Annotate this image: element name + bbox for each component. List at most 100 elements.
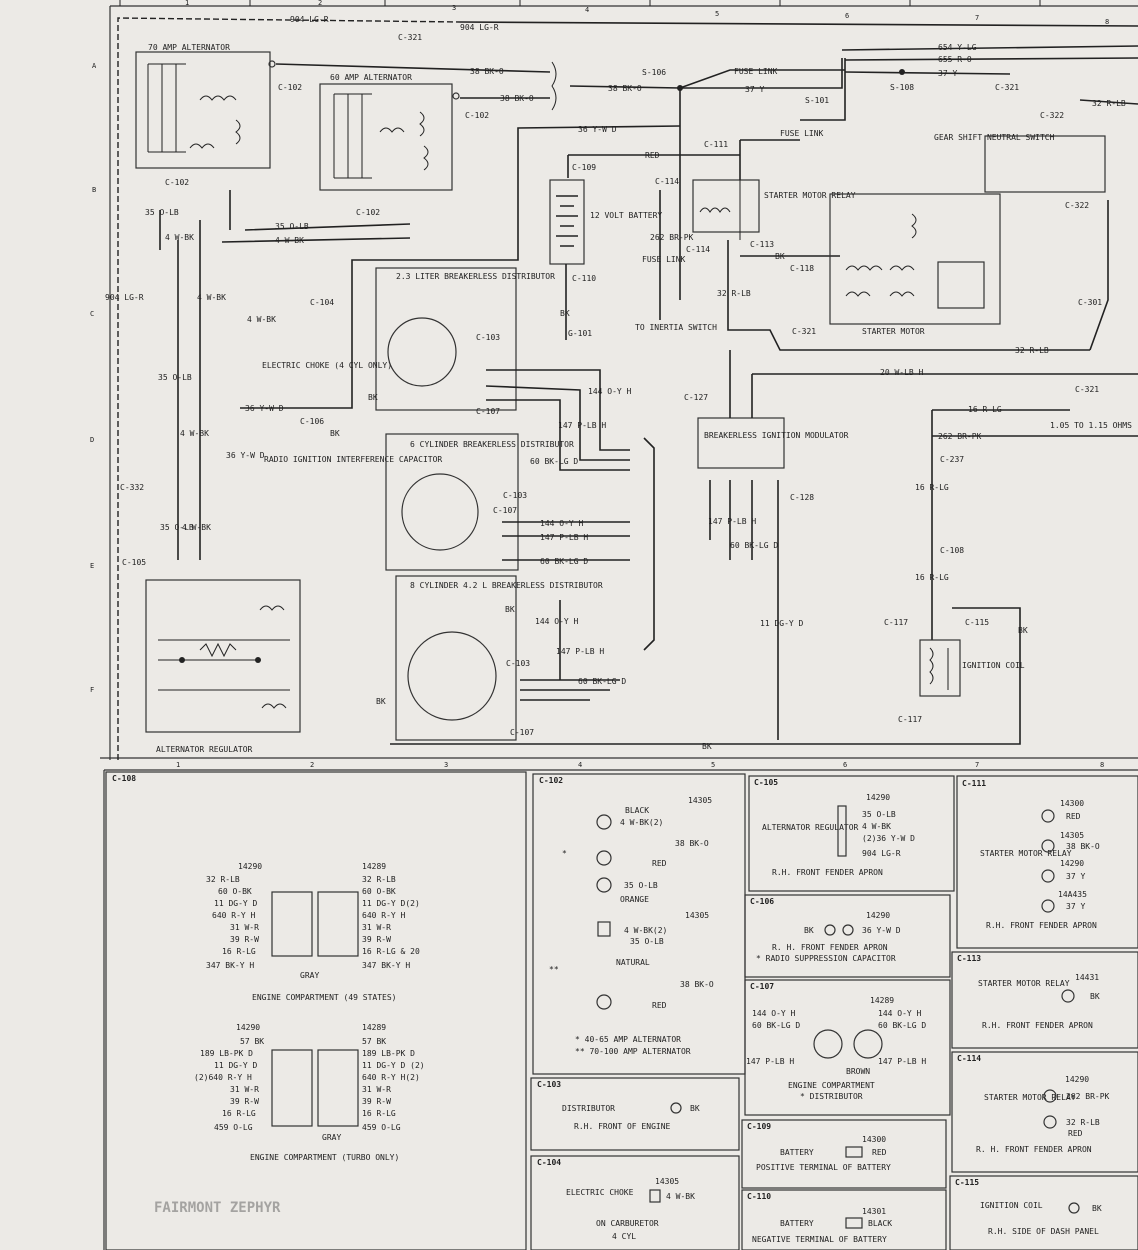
c108-row-b-right-7: 459 O-LG <box>362 1123 401 1132</box>
panel-c110: C-110 14301 BATTERY BLACK NEGATIVE TERMI… <box>741 1189 947 1250</box>
wire-36-label-low: 36 Y-W D <box>226 451 265 460</box>
c107-pn: 14289 <box>870 996 894 1005</box>
c114-red: RED <box>1068 1129 1083 1138</box>
c108-row-a-left-3: 640 R-Y H <box>212 911 256 920</box>
c104-w: 4 W-BK <box>666 1192 695 1201</box>
c115-w: BK <box>1092 1204 1102 1213</box>
c107-brown: BROWN <box>846 1067 870 1076</box>
c111-pn-3: 14A435 <box>1058 890 1087 899</box>
c107-label-c: C-107 <box>510 728 534 737</box>
c113-label: C-113 <box>750 240 774 249</box>
c108-row-b-right-0: 57 BK <box>362 1037 386 1046</box>
c111-pn-0: 14300 <box>1060 799 1084 808</box>
battery-ground-bk: BK <box>560 309 570 318</box>
panel-c105: C-105 14290 ALTERNATOR REGULATOR 35 O-LB… <box>748 775 955 892</box>
c114-label-bottom: C-114 <box>686 245 710 254</box>
wire-bk-dist-a: BK <box>368 393 378 402</box>
wire-bk-coil: BK <box>1018 626 1028 635</box>
battery-12v: RED C-109 12 VOLT BATTERY C-110 BK G-101 <box>549 151 740 340</box>
wire-4-label-e: 4 W-BK <box>180 429 209 438</box>
wire-144-label-c: 144 O-Y H <box>535 617 579 626</box>
c127-label: C-127 <box>684 393 708 402</box>
grid-column-labels-bottom: 1 2 3 4 5 6 7 8 <box>176 761 1104 769</box>
wire-bk-dist-c: BK <box>505 605 515 614</box>
wire-655-label: 655 R-O <box>938 55 972 64</box>
c108-row-b-right-3: 640 R-Y H(2) <box>362 1073 420 1082</box>
wire-144-label-b: 144 O-Y H <box>540 519 584 528</box>
battery-label: 12 VOLT BATTERY <box>590 211 662 220</box>
panel-c114-title: C-114 <box>957 1054 981 1063</box>
c108-row-a-left-1: 60 O-BK <box>218 887 252 896</box>
c107-label-a: C-107 <box>476 407 500 416</box>
c110-caption: NEGATIVE TERMINAL OF BATTERY <box>752 1235 887 1244</box>
panel-c104-title: C-104 <box>537 1158 561 1167</box>
c106-label-upper: C-106 <box>300 417 324 426</box>
c104-cap1: ON CARBURETOR <box>596 1219 659 1228</box>
grid-col-2: 2 <box>318 0 322 7</box>
wire-147-label-b: 147 P-LB H <box>540 533 588 542</box>
panel-c105-title: C-105 <box>754 778 778 787</box>
c114-w2: 32 R-LB <box>1066 1118 1100 1127</box>
inertia-switch-label: TO INERTIA SWITCH <box>635 323 717 332</box>
panel-c115: C-115 IGNITION COIL BK R.H. SIDE OF DASH… <box>949 1175 1138 1250</box>
c103-w: BK <box>690 1104 700 1113</box>
c102-note1: * 40-65 AMP ALTERNATOR <box>575 1035 681 1044</box>
wire-36-label-mid: 36 Y-W D <box>245 404 284 413</box>
wire-4-label-f: 4 W-BK <box>182 523 211 532</box>
wire-4-label-c: 4 W-BK <box>197 293 226 302</box>
c105-pn: 14290 <box>866 793 890 802</box>
c108-label-upper: C-108 <box>940 546 964 555</box>
c114-caption: R. H. FRONT FENDER APRON <box>976 1145 1092 1154</box>
grid-col-7-bottom: 7 <box>975 761 979 769</box>
wire-38-label-b: 38 BK-O <box>500 94 534 103</box>
wire-32-label-right: 32 R-LB <box>1015 346 1049 355</box>
grid-col-8: 8 <box>1105 18 1109 26</box>
panel-c108-title: C-108 <box>112 774 136 783</box>
c107-l3: 147 P-LB H <box>746 1057 794 1066</box>
grid-col-5-bottom: 5 <box>711 761 715 769</box>
gear-shift-neutral-switch: GEAR SHIFT NEUTRAL SWITCH C-322 C-322 32… <box>934 99 1138 351</box>
c109-pn: 14300 <box>862 1135 886 1144</box>
c104-part: ELECTRIC CHOKE <box>566 1188 634 1197</box>
dist-8-label: 8 CYLINDER 4.2 L BREAKERLESS DISTRIBUTOR <box>410 581 603 590</box>
c117-label-top: C-117 <box>884 618 908 627</box>
c108-right-pn-b: 14289 <box>362 1023 386 1032</box>
starter-motor: STARTER MOTOR <box>829 193 1001 336</box>
c102-w38: 38 BK-O <box>675 839 709 848</box>
c108-rows-a-right: 32 R-LB 60 O-BK 11 DG-Y D(2) 640 R-Y H 3… <box>362 875 420 970</box>
grid-col-3: 3 <box>452 4 456 12</box>
wire-35-label-b: 35 O-LB <box>275 222 309 231</box>
panel-c106: C-106 14290 BK 36 Y-W D R. H. FRONT FEND… <box>744 894 951 978</box>
s106-label: S-106 <box>642 68 666 77</box>
c108-row-a-right-0: 32 R-LB <box>362 875 396 884</box>
wire-4-label-b: 4 W-BK <box>275 236 304 245</box>
c128-label: C-128 <box>790 493 814 502</box>
wire-60-label-d: 60 BK-LG D <box>730 541 778 550</box>
c106-caption: R. H. FRONT FENDER APRON <box>772 943 888 952</box>
c102-label-alt70: C-102 <box>278 83 302 92</box>
grid-col-1-bottom: 1 <box>176 761 180 769</box>
c110-pn: 14301 <box>862 1207 886 1216</box>
c102-red: RED <box>652 859 667 868</box>
c108-row-a-left-4: 31 W-R <box>230 923 259 932</box>
wire-32-vertical: 32 R-LB <box>717 289 751 298</box>
wire-262-label-right: 262 BR-PK <box>938 432 982 441</box>
grid-col-4: 4 <box>585 6 589 14</box>
dist-6-label: 6 CYLINDER BREAKERLESS DISTRIBUTOR <box>410 440 574 449</box>
c108-row-a-right-3: 640 R-Y H <box>362 911 406 920</box>
c110-w: BLACK <box>868 1219 892 1228</box>
c104-cap2: 4 CYL <box>612 1232 636 1241</box>
fuse-link-label-top: FUSE LINK <box>734 67 778 76</box>
wire-38-bk-o: 38 BK-O 38 BK-O 38 BK-O S-106 FUSE LINK … <box>275 58 845 300</box>
panel-c108: C-108 14290 14289 GRAY ENGINE COMPARTMEN… <box>105 771 527 1250</box>
panel-c113: C-113 14431 STARTER MOTOR RELAY BK R.H. … <box>951 951 1138 1049</box>
alternator-60-label: 60 AMP ALTERNATOR <box>330 73 412 82</box>
wire-bk-relay: BK <box>775 252 785 261</box>
wire-38-label-a: 38 BK-O <box>470 67 504 76</box>
c102-label-alt70-bottom: C-102 <box>165 178 189 187</box>
c108-row-b-right-4: 31 W-R <box>362 1085 391 1094</box>
c106-w-left: BK <box>804 926 814 935</box>
starter-motor-relay: STARTER MOTOR RELAY FUSE LINK C-111 C-11… <box>635 129 1090 355</box>
c108-row-b-left-1: 189 LB-PK D <box>200 1049 253 1058</box>
